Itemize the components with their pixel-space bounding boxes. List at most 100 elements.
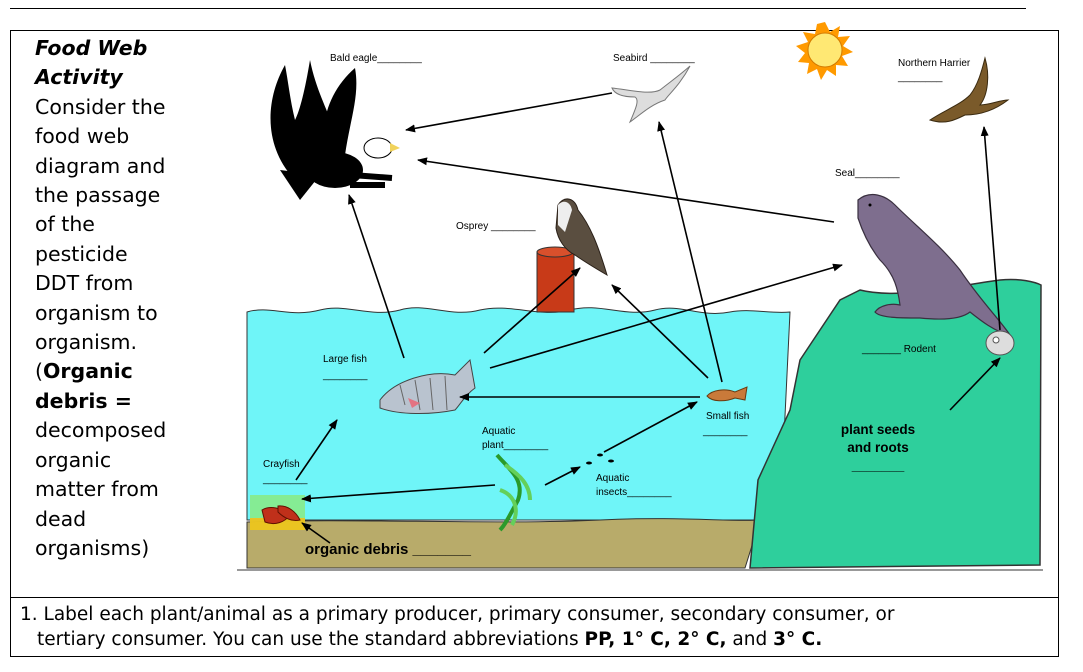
arrow-plant-to-insects [544,466,581,486]
feeding-arrows [295,92,1001,544]
body-line: debris = [35,387,225,416]
bold-text: debris = [35,388,132,413]
text: pesticide [35,241,128,266]
crayfish-icon [250,495,305,530]
rodent-icon [985,330,1015,356]
blank-crayfish: ________ [262,474,308,485]
arrow-insects-to-smallfish [603,401,698,453]
aquatic-plant-icon [495,453,532,532]
bold-text: Organic [43,359,133,384]
arrow-smallfish-to-osprey [611,284,709,379]
sand-bottom [246,518,761,569]
body-line: pesticide [35,240,225,269]
activity-body: Consider the food web diagram and the passa… [35,93,225,564]
text: of the [35,212,95,237]
activity-title: Food Web Activity [35,34,225,93]
text: the passage [35,183,161,208]
arrow-largefish-to-seal [489,263,843,369]
label-seabird: Seabird ________ [613,53,695,64]
title-line: Activity [35,65,123,90]
arrow-seal-to-eagle [417,157,835,223]
top-rule [10,8,1026,9]
question-1: 1. Label each plant/animal as a primary … [20,602,895,652]
aquatic-insects-icon [586,453,614,465]
arrow-largefish-to-eagle [348,194,405,359]
label-aquatic-insects: Aquatic [596,473,629,484]
question-text: and [726,629,774,650]
text: dead [35,506,87,531]
label-crayfish: Crayfish [263,459,300,470]
blank-northern-harrier: ________ [897,72,943,83]
question-line-1: 1. Label each plant/animal as a primary … [20,604,895,625]
label-roots: and roots [847,440,909,455]
blank-small-fish: ________ [702,426,748,437]
text: diagram and [35,153,166,178]
label-aquatic-insects-blank: insects________ [596,487,672,498]
label-plant-seeds: plant seeds [841,422,915,437]
arrow-seabird-to-eagle [405,92,613,133]
arrow-seeds-to-rodent [949,357,1001,411]
text: organisms) [35,535,150,560]
body-line: dead [35,505,225,534]
small-fish-icon [706,386,748,402]
seabird-icon [611,65,691,124]
text: decomposed [35,418,167,443]
body-line: food web [35,122,225,151]
text: organism to [35,300,158,325]
body-line: the passage [35,181,225,210]
activity-description: Food Web Activity Consider the food web di… [35,34,225,563]
row-divider [10,597,1059,598]
body-line: (Organic [35,357,225,386]
arrow-debris-to-crayfish [301,522,331,544]
arrow-largefish-to-osprey [483,267,581,354]
label-seal: Seal________ [835,168,900,179]
body-line: decomposed [35,416,225,445]
worksheet-table [10,30,1059,657]
body-line: diagram and [35,152,225,181]
sun-icon [796,22,853,80]
arrow-crayfish-to-largefish [295,419,338,481]
label-aquatic-plant-blank: plant________ [482,440,549,451]
text: matter from [35,477,159,502]
land-cliff [749,278,1042,569]
water [246,307,791,521]
label-large-fish: Large fish [323,354,367,365]
arrow-plant-to-crayfish [301,484,496,503]
large-fish-icon [379,358,476,415]
title-line: Food Web [35,36,148,60]
label-organic-debris: organic debris _______ [305,541,472,558]
body-line: DDT from [35,269,225,298]
arrow-rodent-to-harrier [980,126,1001,331]
blank-large-fish: ________ [322,370,368,381]
body-line: matter from [35,475,225,504]
body-line: organism to [35,299,225,328]
text: DDT from [35,271,134,296]
northern-harrier-icon [928,56,1010,123]
question-text: tertiary consumer. You can use the stand… [37,629,585,650]
bald-eagle-icon [270,60,400,200]
post [536,246,575,313]
body-line: organisms) [35,534,225,563]
blank-plant-seeds: _______ [851,458,905,473]
abbreviation-bold: 3° C. [773,629,823,650]
text: food web [35,124,130,149]
body-line: organism. [35,328,225,357]
question-line-2: tertiary consumer. You can use the stand… [20,627,895,652]
label-rodent: _______ Rodent [861,344,936,355]
label-osprey: Osprey ________ [456,221,536,232]
text: organic [35,447,112,472]
text: ( [35,359,43,384]
body-line: organic [35,446,225,475]
abbreviations-bold: PP, 1° C, 2° C, [584,629,727,650]
label-northern-harrier: Northern Harrier [898,58,971,69]
label-bald-eagle: Bald eagle________ [330,53,422,64]
label-small-fish: Small fish [706,411,749,422]
arrow-smallfish-to-seabird [657,121,723,383]
seal-icon [857,193,1012,336]
body-line: Consider the [35,93,225,122]
osprey-icon [555,198,608,277]
body-line: of the [35,210,225,239]
label-aquatic-plant: Aquatic [482,426,515,437]
text: Consider the [35,94,166,119]
